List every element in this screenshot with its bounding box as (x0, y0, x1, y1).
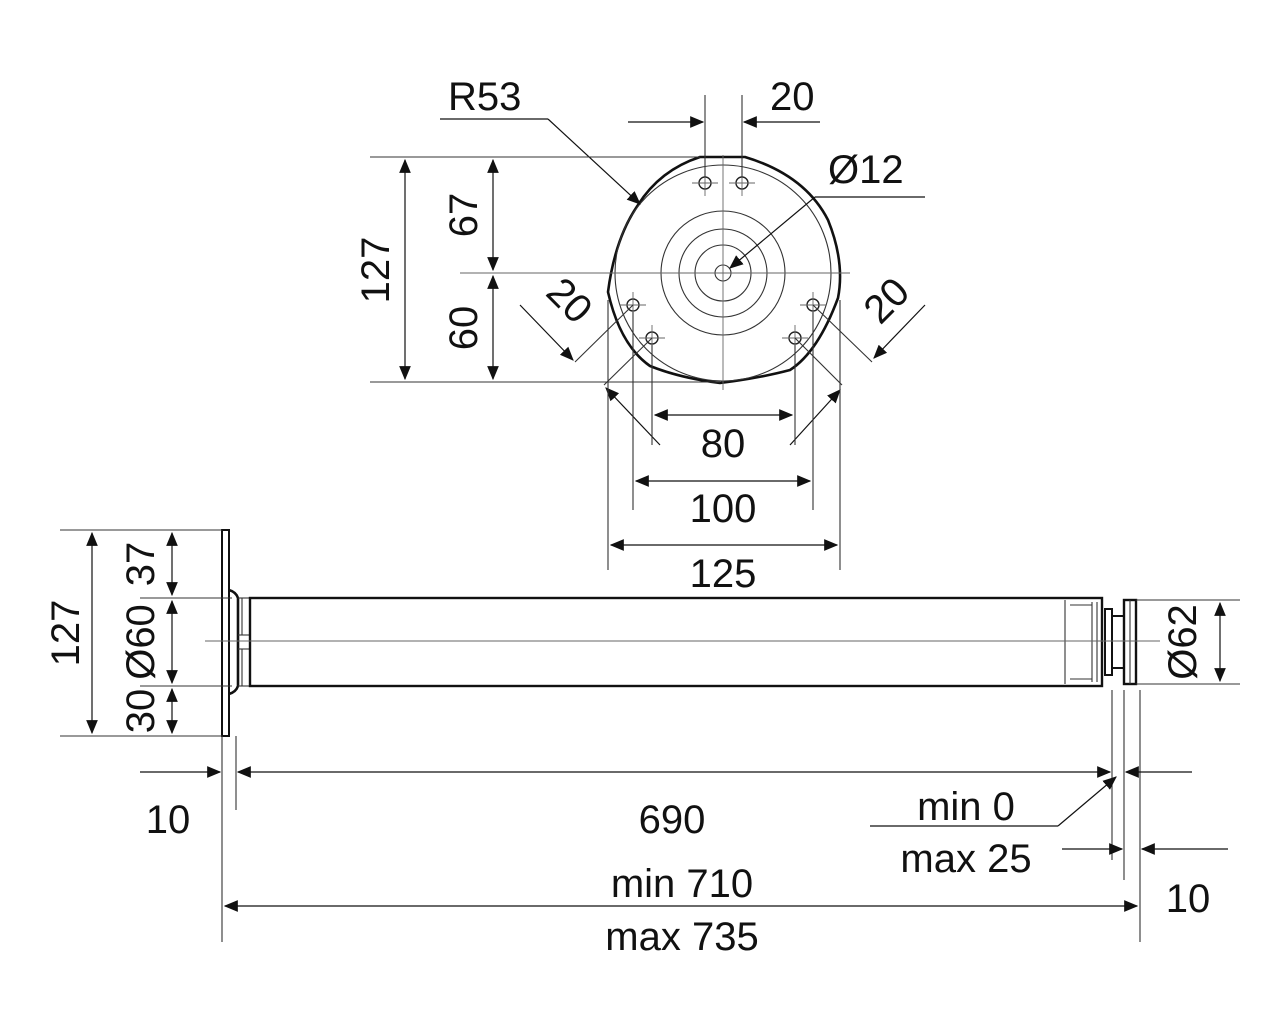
top-view: R53 20 Ø12 127 67 60 20 20 (354, 75, 926, 596)
total-min-label: min 710 (611, 862, 753, 906)
w80-label: 80 (701, 422, 746, 466)
d12-label: Ø12 (828, 148, 904, 192)
base-plate (221, 529, 230, 737)
flange-collar (228, 588, 240, 696)
d62-label: Ø62 (1161, 604, 1205, 680)
len-10-right-label: 10 (1166, 877, 1211, 921)
top-67-label: 67 (442, 193, 486, 238)
total-max-label: max 735 (605, 915, 758, 959)
r53-label: R53 (448, 75, 521, 119)
side-d60-label: Ø60 (119, 604, 163, 680)
leg-tube (248, 596, 1104, 688)
len-690-label: 690 (639, 798, 706, 842)
top-127-label: 127 (354, 237, 398, 304)
side-view: 127 37 Ø60 30 Ø62 10 690 min 0 max 25 (44, 529, 1240, 959)
adj-min-label: min 0 (917, 785, 1015, 829)
len-10-left-label: 10 (146, 798, 191, 842)
plate-outline (606, 155, 842, 385)
adjuster-body (1111, 615, 1125, 669)
diag-20-left-label: 20 (538, 270, 601, 333)
adj-max-label: max 25 (900, 837, 1031, 881)
top-60-label: 60 (442, 306, 486, 351)
w100-label: 100 (690, 487, 757, 531)
side-30-label: 30 (119, 689, 163, 734)
side-127-label: 127 (44, 600, 88, 667)
adjuster-washer (1104, 608, 1113, 676)
side-37-label: 37 (119, 542, 163, 587)
top-20-label: 20 (770, 75, 815, 119)
w125-label: 125 (690, 552, 757, 596)
